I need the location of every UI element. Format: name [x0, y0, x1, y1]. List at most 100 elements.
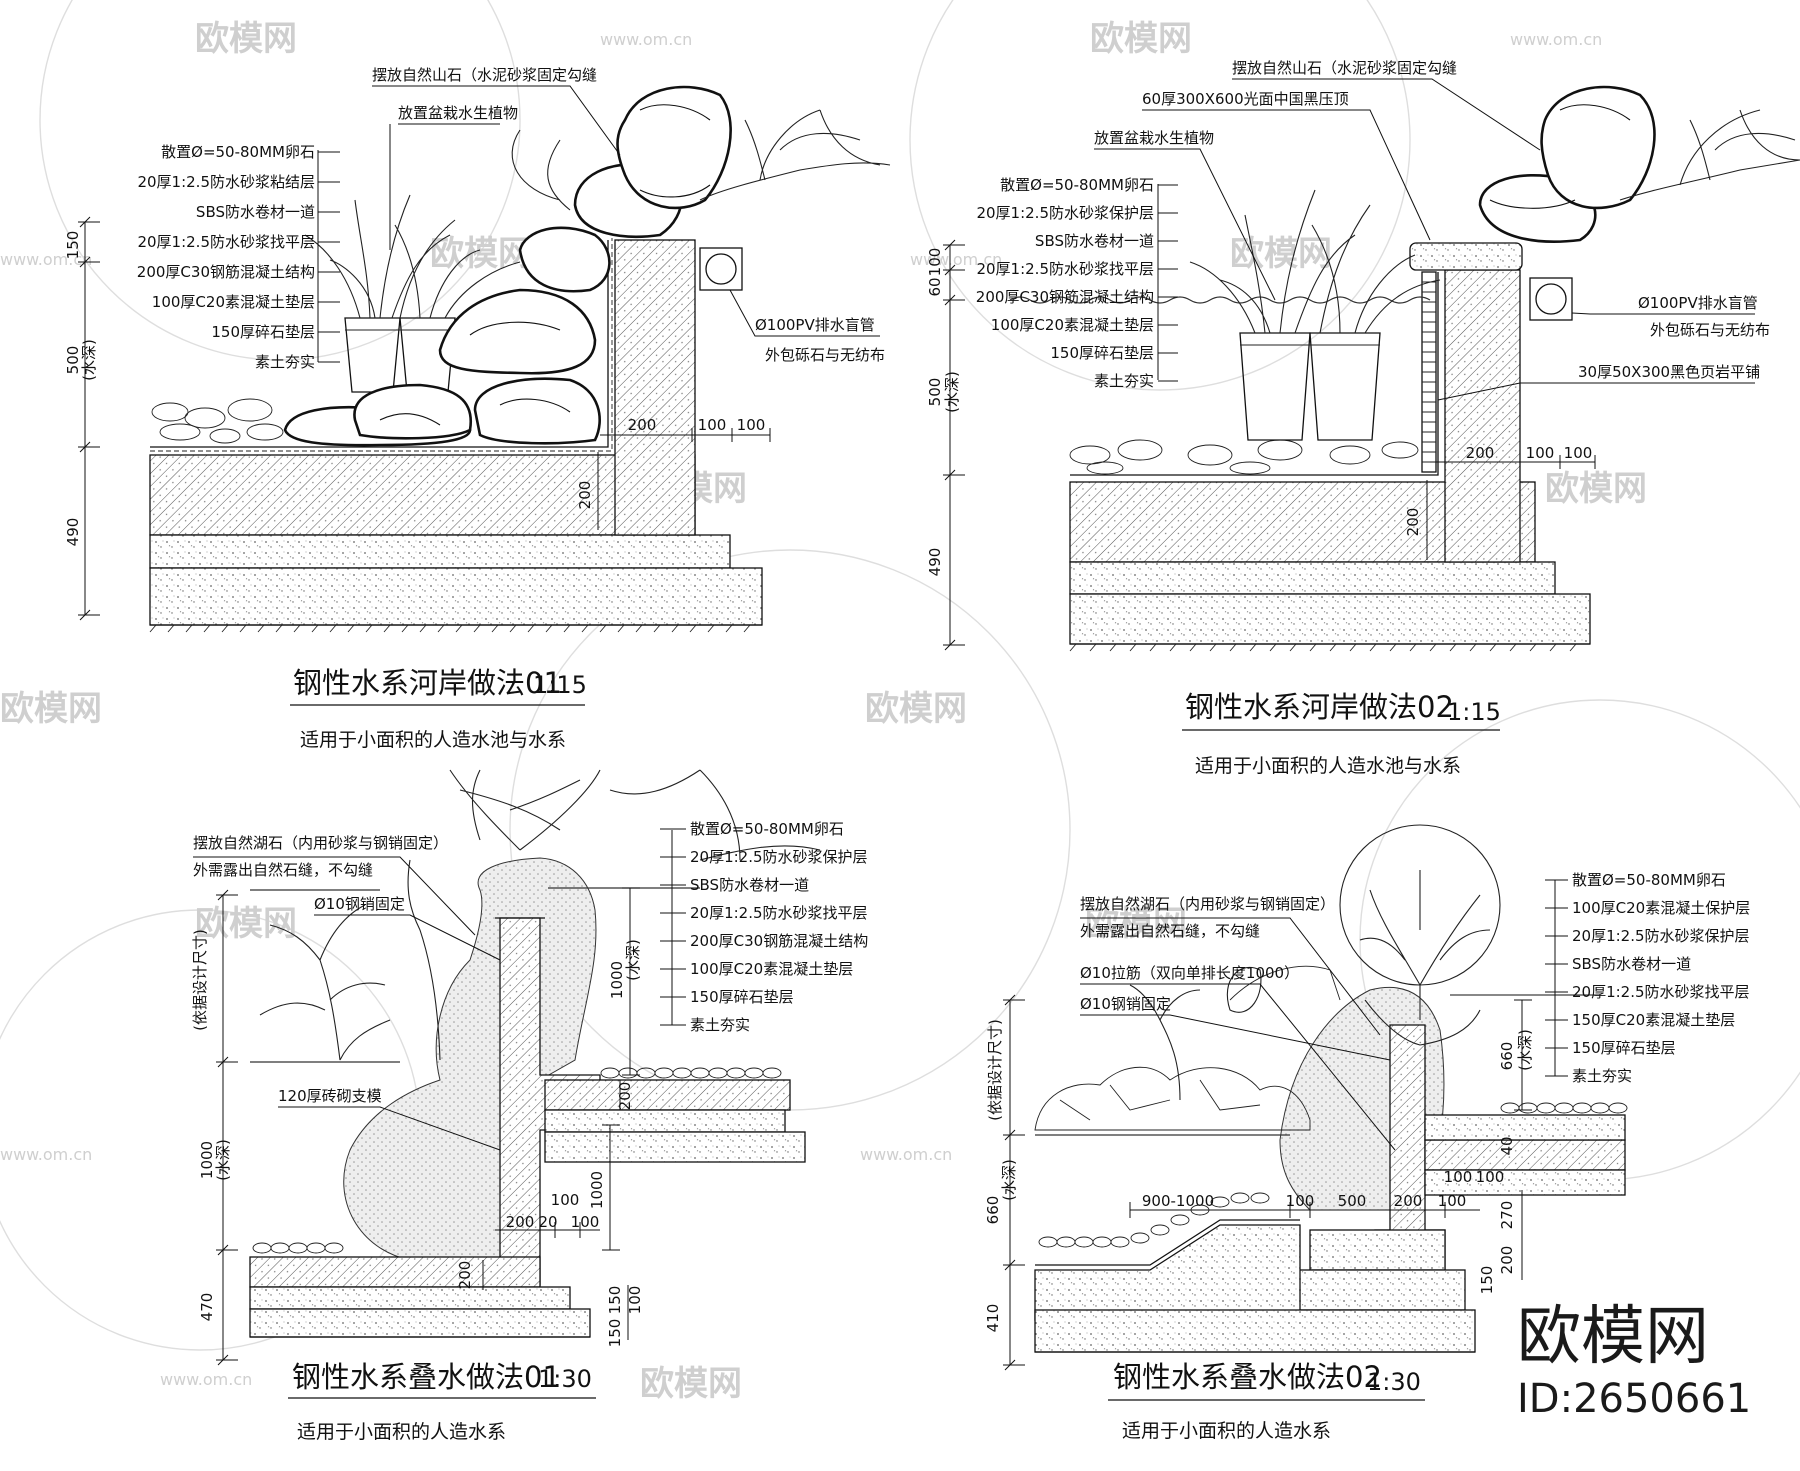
- label-c20-2: 100厚C20素混凝土垫层: [991, 316, 1154, 334]
- label-plant-2: 放置盆栽水生植物: [1094, 129, 1214, 147]
- panel-cascade-02: 散置Ø=50-80MM卵石 100厚C20素混凝土保护层 20厚1:2.5防水砂…: [984, 824, 1750, 1442]
- label-r-pebble: 散置Ø=50-80MM卵石: [690, 820, 844, 838]
- dim-wall-200-2: 200: [1404, 508, 1422, 537]
- dim-h-100b-2: 100: [1564, 444, 1593, 462]
- layer-c30-slab: [149, 454, 696, 536]
- dim-h-200-2: 200: [1466, 444, 1495, 462]
- aquatic-plants-2: [1189, 189, 1441, 334]
- panel-riverbank-01: 散置Ø=50-80MM卵石 20厚1:2.5防水砂浆粘结层 SBS防水卷材一道 …: [64, 66, 891, 751]
- planter-pots: [344, 317, 456, 393]
- layer-gravel-2: [1069, 593, 1591, 645]
- pebbles: [151, 398, 284, 444]
- dim-100-top-b: 100: [1476, 1168, 1505, 1186]
- dim-1000-upper: 1000: [608, 961, 626, 999]
- panel-2-title: 钢性水系河岸做法02: [1185, 690, 1454, 724]
- label-sbs: SBS防水卷材一道: [196, 203, 315, 221]
- panel-2-scale: 1:15: [1447, 698, 1501, 726]
- dim-200-lower: 200: [456, 1261, 474, 1290]
- watermark-brand-9: 欧模网: [195, 904, 297, 944]
- label-brick: 120厚砖砌支模: [278, 1087, 382, 1105]
- watermark-brand-2: 欧模网: [1090, 19, 1192, 59]
- lower-pebbles: [252, 1242, 344, 1254]
- label-pin: Ø10钢销固定: [314, 895, 405, 913]
- label-r-soil: 素土夯实: [690, 1016, 750, 1034]
- watermark-url-2: www.om.cn: [1510, 30, 1602, 49]
- dim-100-top-a: 100: [1444, 1168, 1473, 1186]
- layer-c20-cushion: [149, 534, 731, 569]
- step-block: [1309, 1229, 1446, 1271]
- dim-water-note-4: (水深): [624, 939, 642, 981]
- shrub: [699, 109, 891, 201]
- dim-water-note-2: (水深): [943, 371, 961, 413]
- label-stone: 摆放自然山石（水泥砂浆固定勾缝: [372, 66, 597, 84]
- dim-1000-wall: 1000: [588, 1171, 606, 1209]
- layer-c20-cushion-2: [1069, 561, 1556, 595]
- panel-riverbank-02: 散置Ø=50-80MM卵石 20厚1:2.5防水砂浆保护层 SBS防水卷材一道 …: [926, 59, 1800, 777]
- dim-water-note: (水深): [80, 339, 98, 381]
- dim-100-end: 100: [1438, 1192, 1467, 1210]
- label-pipe-wrap-2: 外包砾石与无纺布: [1650, 321, 1770, 339]
- label-leveling-2: 20厚1:2.5防水砂浆找平层: [976, 260, 1154, 278]
- dim-500: 500: [64, 346, 82, 375]
- label-lake-stone-b2: 外需露出自然石缝，不勾缝: [1080, 922, 1260, 940]
- dim-20-h: 20: [538, 1213, 557, 1231]
- upper-slab: [544, 1079, 791, 1111]
- drain-pipe-2: [1529, 277, 1573, 321]
- panel-3-title: 钢性水系叠水做法01: [292, 1360, 561, 1394]
- tree-left: [259, 859, 441, 1061]
- lower-gravel: [249, 1308, 591, 1338]
- upper-pebbles: [600, 1067, 782, 1079]
- watermark-brand-8: 欧模网: [865, 689, 967, 729]
- dim-660-lower: 660: [984, 1196, 1002, 1225]
- riverbank-01-dimensions: 150 500 (水深) 490 200 100 100 200: [64, 216, 771, 621]
- watermark-url-4: www.om.cn: [910, 250, 1002, 269]
- dim-490-2: 490: [926, 548, 944, 577]
- riverbank-01-label-stack: 散置Ø=50-80MM卵石 20厚1:2.5防水砂浆粘结层 SBS防水卷材一道 …: [137, 143, 315, 371]
- label-pipe-wrap: 外包砾石与无纺布: [765, 346, 885, 364]
- label-gravel: 150厚碎石垫层: [211, 323, 315, 341]
- watermark-url-3: www.om.cn: [0, 250, 92, 269]
- label-stone-2: 摆放自然山石（水泥砂浆固定勾缝: [1232, 59, 1457, 77]
- label-lake-stone-b: 摆放自然湖石（内用砂浆与钢销固定）: [1080, 895, 1335, 913]
- dim-100-h: 100: [571, 1213, 600, 1231]
- panel-3-subtitle: 适用于小面积的人造水系: [297, 1421, 506, 1443]
- badge-background: [1500, 1280, 1760, 1440]
- pebbles-2: [1069, 439, 1419, 475]
- dim-60-2: 60: [926, 277, 944, 296]
- label-sbs-2: SBS防水卷材一道: [1035, 232, 1154, 250]
- drain-pipe: [699, 247, 743, 291]
- riverbank-02-dimensions: 100 60 500 (水深) 490 200 100 100 200: [926, 239, 1596, 651]
- background-rocks: [1034, 965, 1341, 1131]
- upper-pebbles-2: [1500, 1102, 1628, 1114]
- watermark-url-7: www.om.cn: [160, 1370, 252, 1389]
- label-c20: 100厚C20素混凝土垫层: [152, 293, 315, 311]
- label-pin-2: Ø10钢销固定: [1080, 995, 1171, 1013]
- label-soil: 素土夯实: [255, 353, 315, 371]
- lower-gravel-2: [1034, 1309, 1476, 1353]
- dim-h-100b: 100: [737, 416, 766, 434]
- concrete-wall-2: [1444, 269, 1521, 563]
- dim-490: 490: [64, 518, 82, 547]
- label-pebble: 散置Ø=50-80MM卵石: [161, 143, 315, 161]
- label-r2-leveling: 20厚1:2.5防水砂浆找平层: [1572, 983, 1750, 1001]
- dim-h-100a: 100: [698, 416, 727, 434]
- watermark-brand-6: 欧模网: [1545, 469, 1647, 509]
- dim-water-note-5: (水深): [1000, 1159, 1018, 1201]
- panel-1-subtitle: 适用于小面积的人造水池与水系: [300, 729, 566, 751]
- label-leveling: 20厚1:2.5防水砂浆找平层: [137, 233, 315, 251]
- dim-design-note: (依据设计尺寸): [191, 929, 209, 1031]
- aquatic-plants: [304, 129, 571, 319]
- cascade-01-right-labels: 散置Ø=50-80MM卵石 20厚1:2.5防水砂浆保护层 SBS防水卷材一道 …: [690, 820, 868, 1034]
- label-gravel-2: 150厚碎石垫层: [1050, 344, 1154, 362]
- dim-100-top: 100: [551, 1191, 580, 1209]
- watermark-brand-10: 欧模网: [1085, 904, 1187, 944]
- label-plant: 放置盆栽水生植物: [398, 104, 518, 122]
- dim-500-2: 500: [926, 378, 944, 407]
- label-r2-c20-protect: 100厚C20素混凝土保护层: [1572, 899, 1750, 917]
- lower-slab: [249, 1256, 541, 1288]
- label-c30: 200厚C30钢筋混凝土结构: [137, 263, 315, 281]
- watermark-url-5: www.om.cn: [0, 1145, 92, 1164]
- dim-470: 470: [198, 1293, 216, 1322]
- cascade-02-right-labels: 散置Ø=50-80MM卵石 100厚C20素混凝土保护层 20厚1:2.5防水砂…: [1572, 871, 1750, 1085]
